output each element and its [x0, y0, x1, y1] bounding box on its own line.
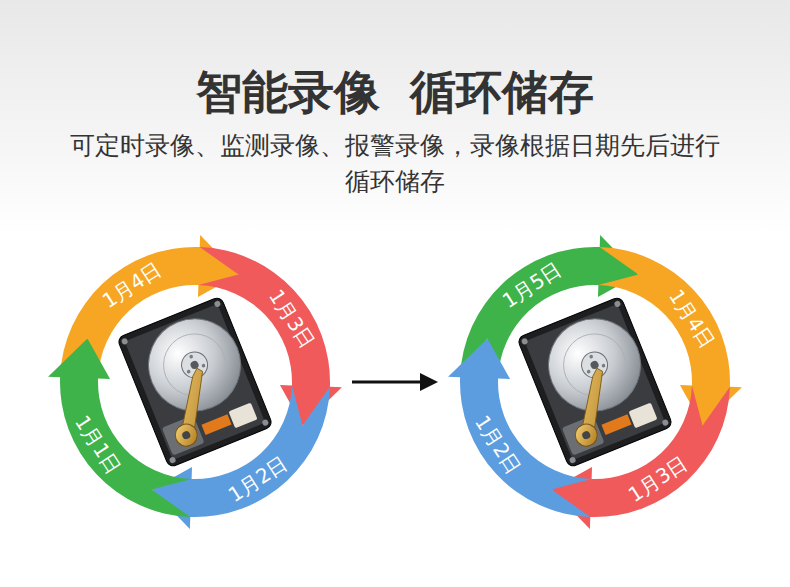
- arc-shape: [45, 232, 345, 532]
- arc-arrow: [152, 385, 330, 529]
- arrow-arc-segment: 1月1日: [45, 232, 345, 532]
- flow-arrowhead: [420, 373, 438, 391]
- page-title: 智能录像 循环储存: [196, 65, 594, 119]
- arc-arrow: [198, 247, 342, 425]
- caption-holder: 可定时录像、监测录像、报警录像，录像根据日期先后进行循环储存: [62, 128, 728, 200]
- arc-shape: [445, 232, 745, 532]
- title-holder: 智能录像 循环储存: [0, 64, 790, 120]
- flow-arrow: [352, 381, 424, 384]
- arrow-arc-segment: 1月2日: [445, 232, 745, 532]
- page-caption: 可定时录像、监测录像、报警录像，录像根据日期先后进行循环储存: [70, 131, 720, 196]
- arc-arrow: [448, 339, 592, 517]
- hard-drive: [117, 296, 273, 468]
- arc-arrow: [598, 247, 742, 425]
- arc-arrow: [48, 339, 192, 517]
- arc-arrow: [552, 385, 730, 529]
- hard-drive: [517, 296, 673, 468]
